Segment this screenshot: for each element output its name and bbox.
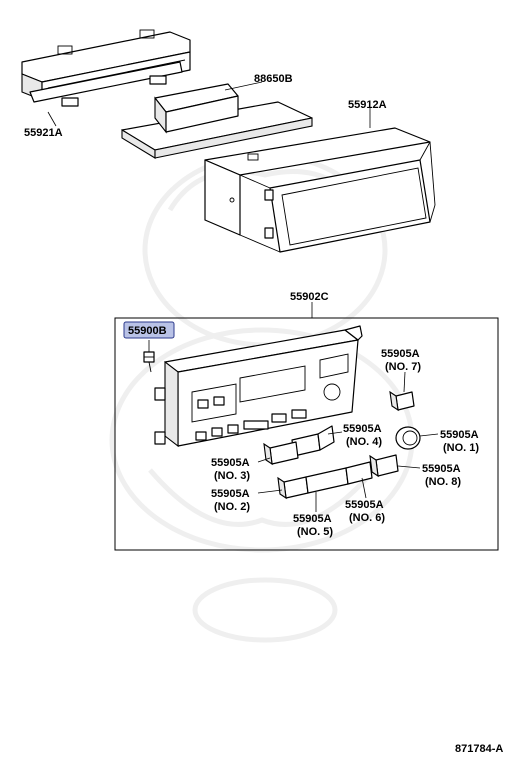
label-no1-num: (NO. 1)	[443, 442, 479, 454]
leader-no6	[361, 477, 367, 499]
label-no5-code: 55905A	[293, 513, 332, 525]
diagram-id: 871784-A	[455, 743, 503, 755]
label-55912A: 55912A	[348, 99, 387, 111]
label-no1-code: 55905A	[440, 429, 479, 441]
label-no2-code: 55905A	[211, 488, 250, 500]
assembly-frame	[114, 317, 499, 551]
part-55905A-no2[interactable]	[277, 476, 309, 500]
part-55905A-no4[interactable]	[291, 425, 335, 457]
label-no2-num: (NO. 2)	[214, 501, 250, 513]
part-88650B-plate[interactable]	[121, 83, 313, 159]
label-no4-num: (NO. 4)	[346, 436, 382, 448]
leader-no4	[327, 431, 343, 435]
label-55921A: 55921A	[24, 127, 63, 139]
part-55905A-no6[interactable]	[345, 461, 373, 485]
leader-no2	[257, 489, 283, 494]
leader-no1	[419, 433, 439, 437]
label-no5-num: (NO. 5)	[297, 526, 333, 538]
leader-55921A	[47, 111, 57, 127]
label-no3-num: (NO. 3)	[214, 470, 250, 482]
part-55902C-control-panel[interactable]	[154, 325, 363, 448]
leader-no3	[257, 457, 271, 463]
label-no3-code: 55905A	[211, 457, 250, 469]
part-55905A-no7[interactable]	[389, 390, 415, 412]
label-no8-num: (NO. 8)	[425, 476, 461, 488]
part-55921A-bracket[interactable]	[21, 29, 191, 107]
leader-88650B	[224, 81, 263, 91]
label-55902C: 55902C	[290, 291, 329, 303]
part-55912A-housing[interactable]	[204, 127, 436, 253]
part-55905A-no8[interactable]	[369, 454, 399, 478]
label-no4-code: 55905A	[343, 423, 382, 435]
part-55905A-no1[interactable]	[395, 426, 421, 450]
highlight-55900B[interactable]	[123, 321, 175, 339]
part-55905A-no5[interactable]	[305, 467, 349, 494]
leader-no8	[397, 465, 421, 469]
label-no8-code: 55905A	[422, 463, 461, 475]
label-55900B: 55900B	[128, 325, 167, 337]
label-no6-num: (NO. 6)	[349, 512, 385, 524]
label-88650B: 88650B	[254, 73, 293, 85]
label-no7-code: 55905A	[381, 348, 420, 360]
part-55905A-no3[interactable]	[263, 441, 299, 466]
leader-no7	[403, 371, 406, 393]
label-no6-code: 55905A	[345, 499, 384, 511]
label-no7-num: (NO. 7)	[385, 361, 421, 373]
